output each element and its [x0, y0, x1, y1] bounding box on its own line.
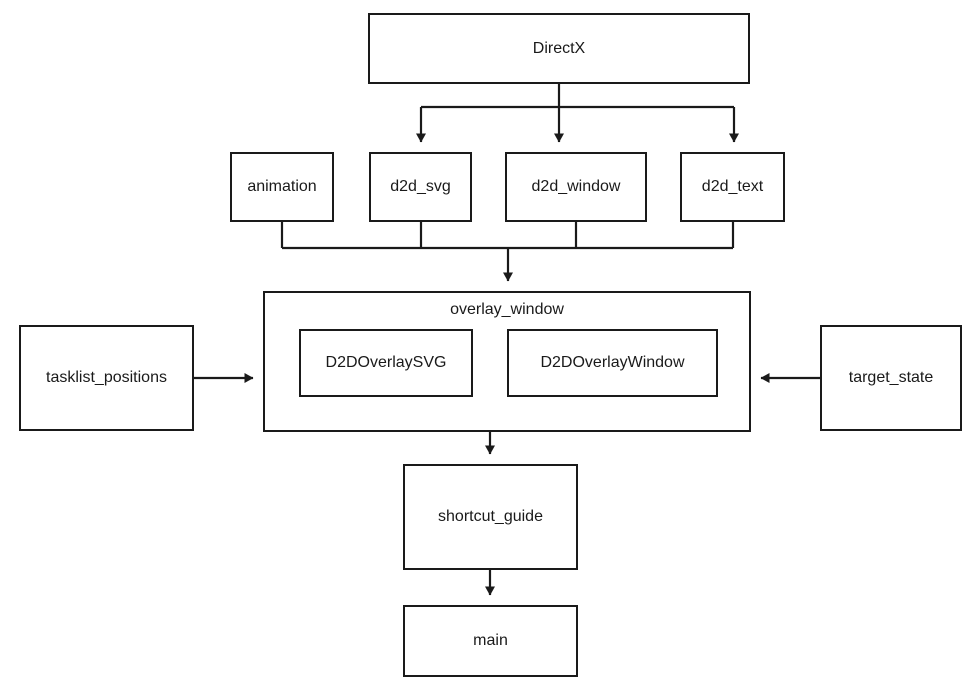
node-animation[interactable]: animation [230, 152, 334, 222]
node-d2d-svg[interactable]: d2d_svg [369, 152, 472, 222]
node-d2doverlaysvg[interactable]: D2DOverlaySVG [299, 329, 473, 397]
node-shortcut-guide-label: shortcut_guide [438, 508, 543, 526]
node-d2d-window-label: d2d_window [531, 178, 621, 196]
node-target-state[interactable]: target_state [820, 325, 962, 431]
cluster-overlay-window-label: overlay_window [450, 301, 564, 318]
node-d2doverlaywindow-label: D2DOverlayWindow [540, 354, 685, 372]
node-shortcut-guide[interactable]: shortcut_guide [403, 464, 578, 570]
node-tasklist-positions[interactable]: tasklist_positions [19, 325, 194, 431]
node-d2d-text-label: d2d_text [701, 178, 764, 196]
node-d2doverlaywindow[interactable]: D2DOverlayWindow [507, 329, 718, 397]
node-d2d-window[interactable]: d2d_window [505, 152, 647, 222]
node-d2d-text[interactable]: d2d_text [680, 152, 785, 222]
node-target-state-label: target_state [848, 369, 934, 387]
node-main[interactable]: main [403, 605, 578, 677]
node-main-label: main [473, 632, 508, 650]
node-tasklist-positions-label: tasklist_positions [46, 369, 167, 387]
node-d2d-svg-label: d2d_svg [390, 178, 451, 196]
node-directx[interactable]: DirectX [368, 13, 750, 84]
node-d2doverlaysvg-label: D2DOverlaySVG [325, 354, 447, 372]
node-animation-label: animation [247, 178, 317, 196]
node-directx-label: DirectX [532, 39, 586, 57]
